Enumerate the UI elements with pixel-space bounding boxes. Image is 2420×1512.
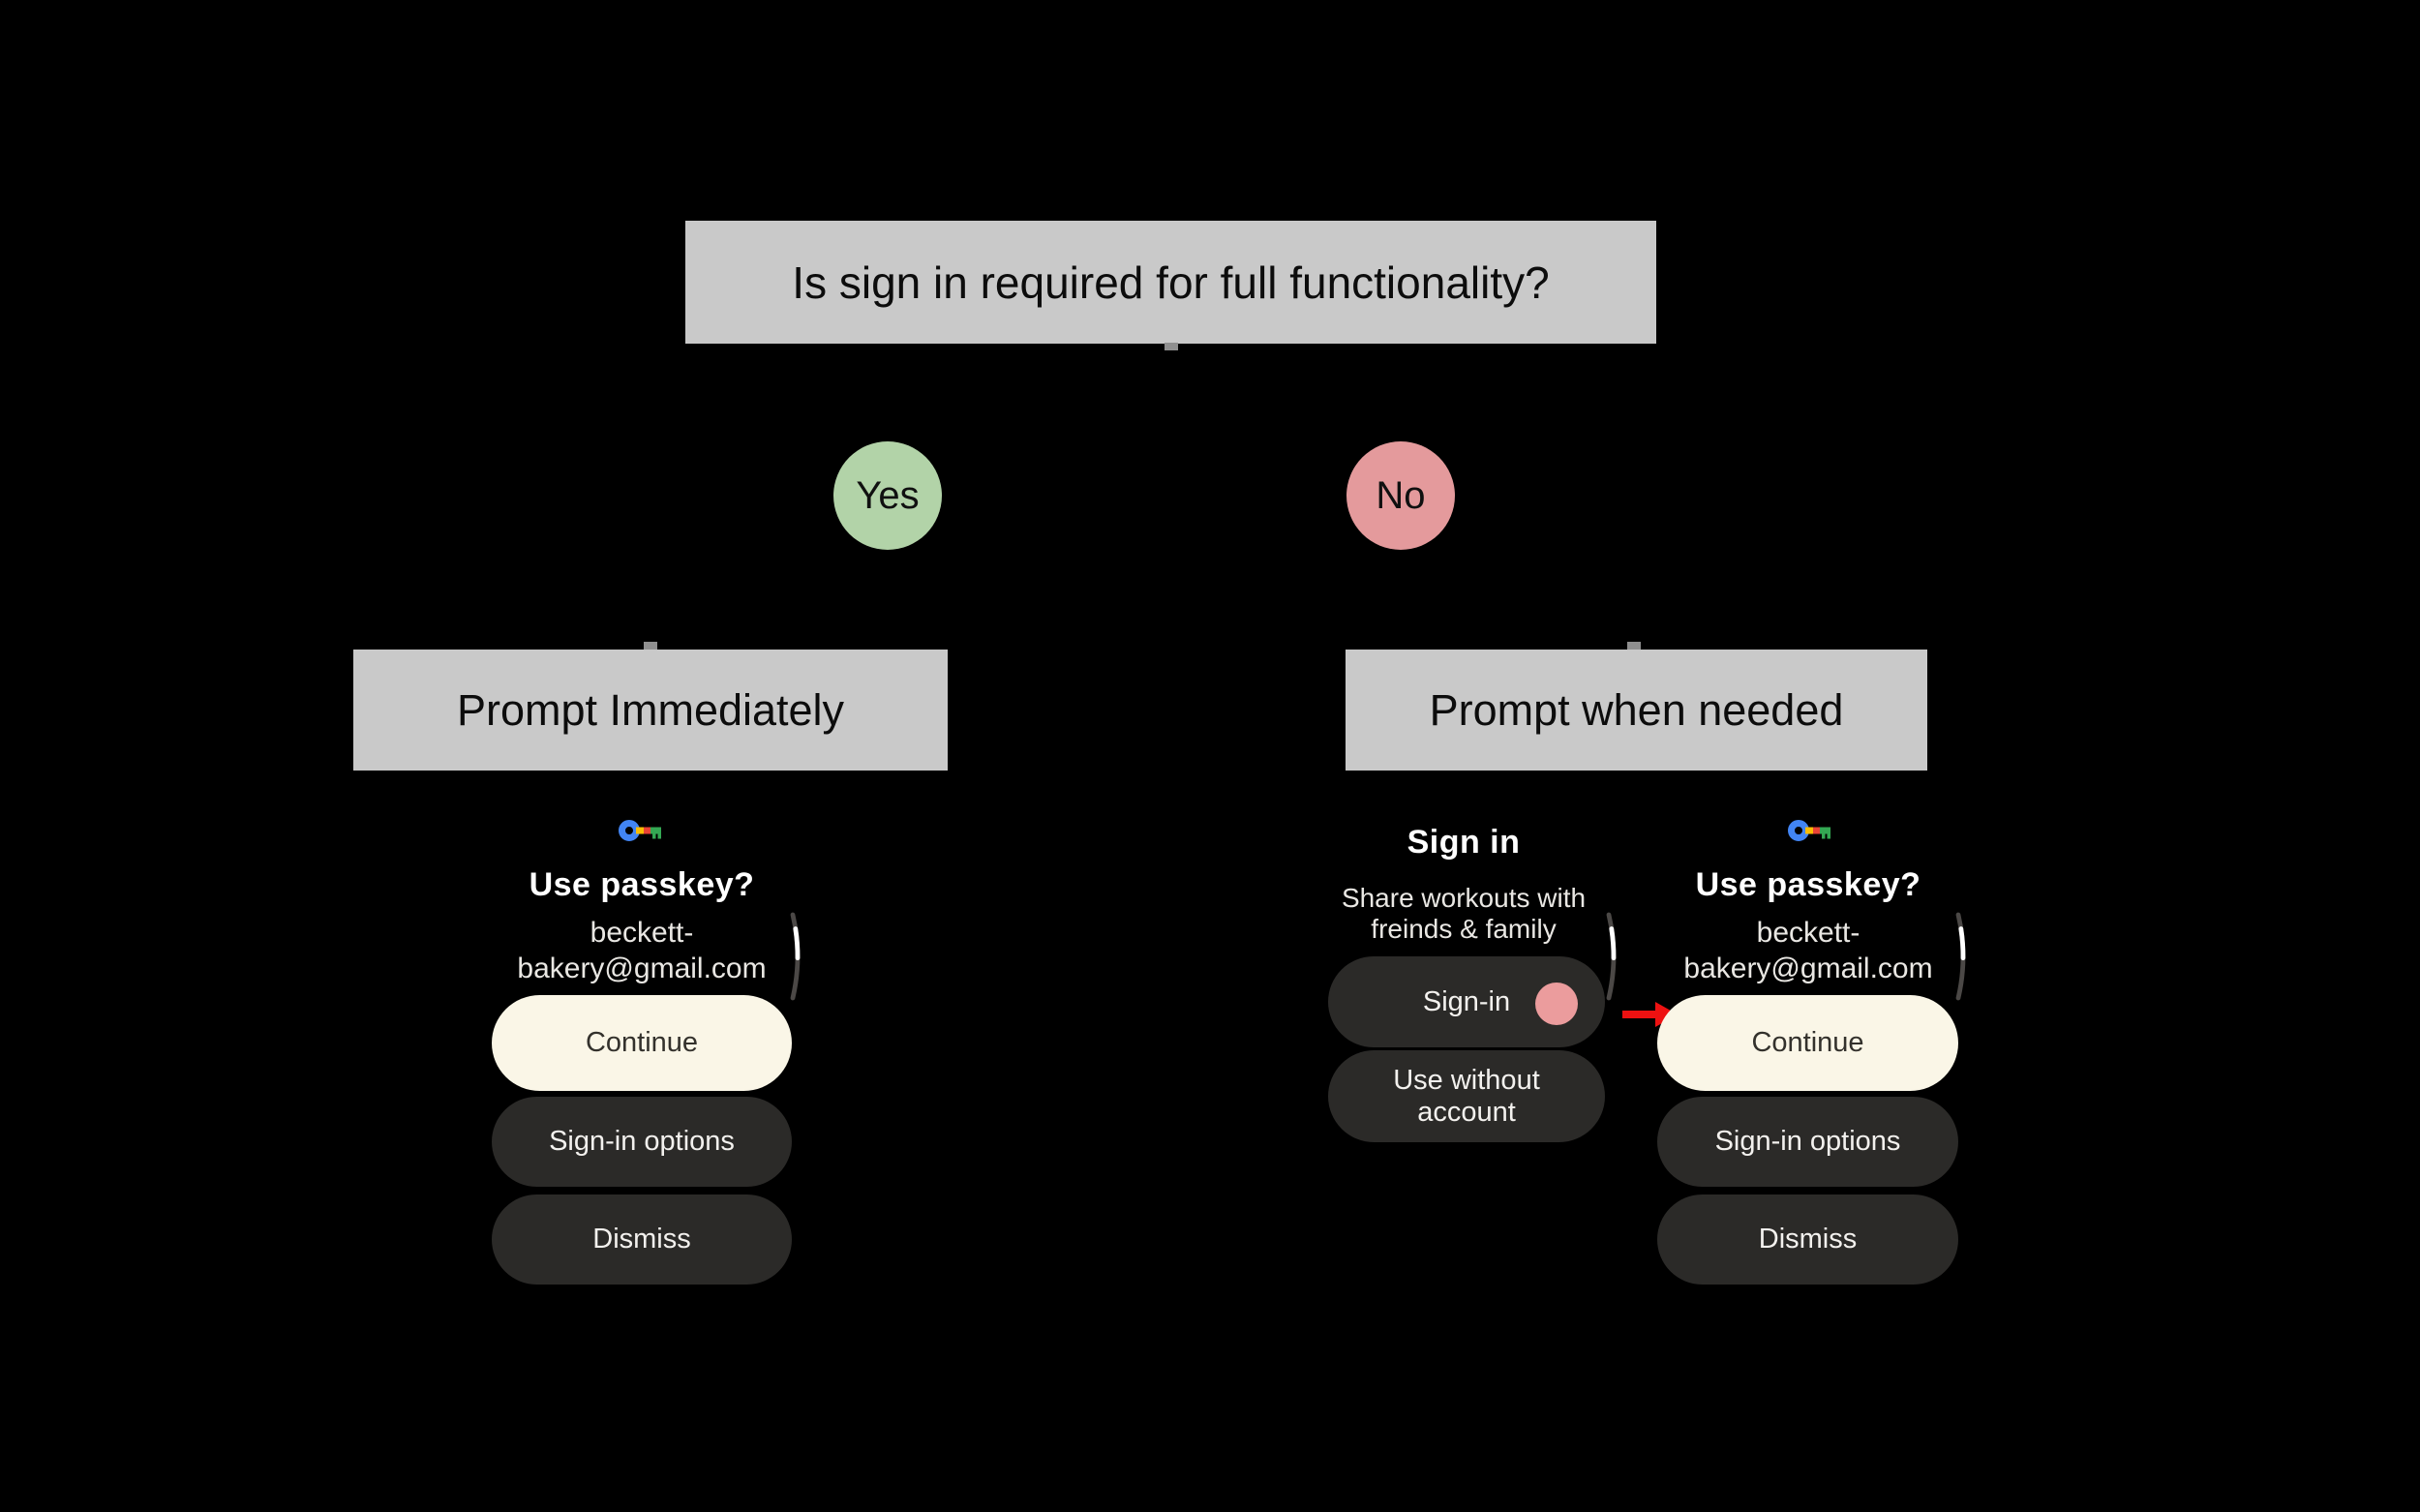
passkey-key-icon (619, 820, 661, 841)
dismiss-button[interactable]: Dismiss (492, 1194, 792, 1285)
connector-stub (644, 642, 657, 650)
scroll-position-indicator (1606, 912, 1617, 1001)
passkey-title: Use passkey? (529, 866, 755, 903)
continue-button[interactable]: Continue (1657, 995, 1958, 1091)
account-email: beckett- bakery@gmail.com (468, 915, 816, 986)
email-line: beckett- (590, 917, 694, 949)
watch-screen-passkey-when-needed: Use passkey? beckett- bakery@gmail.com C… (1634, 816, 1982, 1300)
passkey-key-icon (1788, 820, 1830, 841)
dismiss-button[interactable]: Dismiss (1657, 1194, 1958, 1285)
no-node: No (1346, 441, 1455, 550)
continue-button[interactable]: Continue (492, 995, 792, 1091)
sign-in-options-button[interactable]: Sign-in options (1657, 1097, 1958, 1187)
connector-stub (1627, 642, 1641, 650)
sign-in-subtitle: Share workouts with freinds & family (1289, 883, 1638, 945)
account-email: beckett- bakery@gmail.com (1634, 915, 1982, 986)
tap-cursor-dot (1535, 983, 1578, 1025)
connector-stub (1165, 343, 1178, 350)
email-line: bakery@gmail.com (517, 953, 767, 984)
use-without-account-label: Use without account (1393, 1064, 1540, 1128)
question-box: Is sign in required for full functionali… (685, 221, 1656, 344)
email-line: beckett- (1756, 917, 1860, 949)
sign-in-button-label: Sign-in (1422, 985, 1511, 1017)
use-without-account-button[interactable]: Use without account (1328, 1050, 1605, 1142)
sign-in-button[interactable]: Sign-in (1328, 956, 1605, 1047)
passkey-title: Use passkey? (1695, 866, 1921, 903)
yes-node: Yes (833, 441, 942, 550)
watch-screen-sign-in: Sign in Share workouts with freinds & fa… (1289, 816, 1638, 1300)
subtitle-line: Share workouts with (1341, 883, 1587, 913)
email-line: bakery@gmail.com (1683, 953, 1933, 984)
scroll-position-indicator (790, 912, 801, 1001)
scroll-position-indicator (1955, 912, 1966, 1001)
outcome-prompt-immediately: Prompt Immediately (353, 650, 948, 771)
outcome-prompt-when-needed: Prompt when needed (1346, 650, 1927, 771)
subtitle-line: freinds & family (1371, 914, 1557, 944)
sign-in-title: Sign in (1407, 824, 1521, 861)
sign-in-options-button[interactable]: Sign-in options (492, 1097, 792, 1187)
watch-screen-passkey-immediate: Use passkey? beckett- bakery@gmail.com C… (468, 816, 816, 1300)
